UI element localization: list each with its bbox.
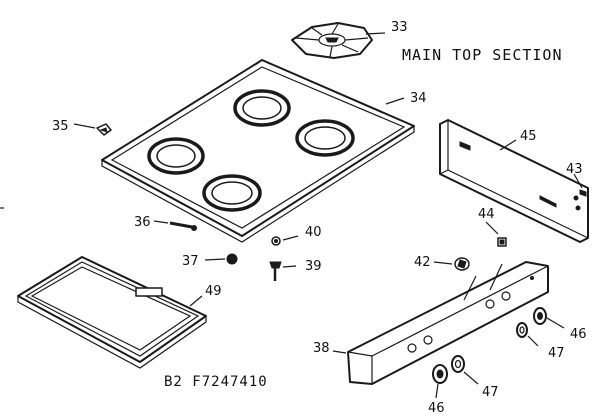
burner-opening-back-center: [233, 89, 291, 127]
label-47-right: 47: [548, 346, 565, 361]
label-38: 38: [313, 341, 330, 356]
leader-46-right: [546, 317, 565, 329]
leader-47-bottom: [463, 371, 479, 385]
label-47-bottom: 47: [482, 385, 499, 400]
main-top-panel: [101, 59, 415, 243]
leader-49: [189, 295, 203, 307]
leader-45: [499, 139, 517, 151]
section-title: MAIN TOP SECTION: [402, 46, 563, 64]
label-46-bottom: 46: [428, 401, 445, 416]
catalog-code: B2 F7247410: [164, 374, 268, 390]
knob-bezel-bottom: [451, 355, 465, 373]
leader-35: [73, 123, 96, 129]
label-46-right: 46: [570, 327, 587, 342]
burner-opening-left: [147, 137, 205, 175]
label-45: 45: [520, 129, 537, 144]
valve: [454, 257, 470, 271]
burner-opening-front: [202, 174, 262, 212]
leader-46-bottom: [435, 383, 439, 399]
leader-38: [332, 350, 347, 354]
label-37: 37: [182, 254, 199, 269]
leader-42: [433, 261, 453, 265]
knob-bottom: [432, 364, 448, 384]
leader-43: [573, 173, 583, 189]
leader-33: [365, 32, 386, 35]
leader-37: [204, 258, 226, 261]
drip-tray: [17, 256, 207, 369]
label-44: 44: [478, 207, 495, 222]
knob-right: [533, 307, 547, 325]
label-49: 49: [205, 284, 222, 299]
burner-opening-right: [295, 119, 355, 157]
bracket-screw: [579, 189, 587, 197]
label-35: 35: [52, 119, 69, 134]
label-40: 40: [305, 225, 322, 240]
nut: [226, 253, 238, 265]
leader-40: [282, 235, 299, 241]
label-39: 39: [305, 259, 322, 274]
leader-44: [485, 221, 499, 235]
leader-34: [385, 97, 405, 105]
label-34: 34: [410, 91, 427, 106]
leader-39: [282, 265, 297, 268]
screw: [169, 221, 197, 231]
bolt: [269, 261, 282, 281]
knob-bezel-right: [516, 322, 528, 338]
rear-bracket: [439, 119, 589, 243]
mounting-clip: [96, 123, 112, 136]
label-36: 36: [134, 215, 151, 230]
label-42: 42: [414, 255, 431, 270]
control-panel: [347, 261, 549, 385]
burner-grate: [291, 22, 373, 59]
label-43: 43: [566, 162, 583, 177]
washer: [271, 236, 281, 246]
leader-36: [153, 220, 169, 224]
label-33: 33: [391, 20, 408, 35]
small-clip: [497, 237, 507, 247]
leader-47-right: [527, 335, 539, 347]
